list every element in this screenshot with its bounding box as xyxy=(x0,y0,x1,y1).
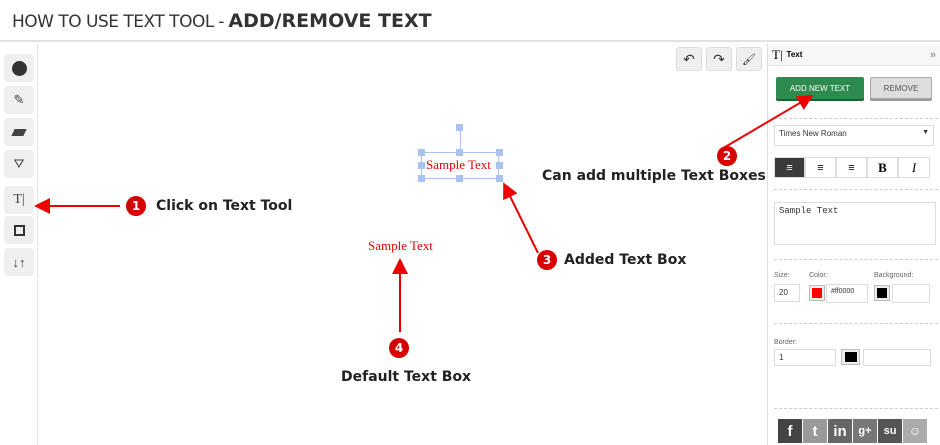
googleplus-icon: g+ xyxy=(858,425,872,437)
selected-text: Sample Text xyxy=(426,157,491,172)
title-main: ADD/REMOVE TEXT xyxy=(228,10,432,32)
arrow-3 xyxy=(503,182,539,254)
pencil-tool[interactable]: ✎ xyxy=(4,86,34,114)
divider xyxy=(774,189,938,190)
border-label: Border: xyxy=(774,339,797,346)
redo-button[interactable]: ↷ xyxy=(706,47,732,71)
circle-tool[interactable] xyxy=(4,54,34,82)
googleplus-share-button[interactable]: g+ xyxy=(853,419,877,443)
border-color-input[interactable] xyxy=(863,349,931,366)
size-input[interactable]: 20 xyxy=(774,284,800,302)
image-icon xyxy=(13,224,25,236)
text-panel: T|Text » ADD NEW TEXT REMOVE Times New Ro… xyxy=(767,44,940,445)
step-2-badge: 2 xyxy=(717,146,737,166)
collapse-icon[interactable]: » xyxy=(929,48,936,61)
size-label: Size: xyxy=(774,272,790,279)
bold-button[interactable]: B xyxy=(867,157,898,178)
facebook-share-button[interactable]: f xyxy=(778,419,802,443)
left-toolbar: ✎ ⛛ T| ↓↑ xyxy=(0,44,38,445)
stumbleupon-icon: su xyxy=(883,425,897,437)
twitter-icon: t xyxy=(812,422,818,440)
border-width-input[interactable]: 1 xyxy=(774,349,836,366)
align-center-icon: ≡ xyxy=(817,161,824,174)
twitter-share-button[interactable]: t xyxy=(803,419,827,443)
redo-icon: ↷ xyxy=(713,50,725,67)
divider xyxy=(774,408,938,409)
selected-text-box[interactable]: Sample Text xyxy=(418,124,503,182)
color-swatch[interactable] xyxy=(809,285,825,301)
reddit-share-button[interactable]: ☺ xyxy=(903,419,927,443)
background-input[interactable] xyxy=(892,284,930,303)
color-label: Color: xyxy=(809,272,828,279)
italic-button[interactable]: I xyxy=(898,157,930,178)
text-content-input[interactable]: Sample Text xyxy=(774,202,936,245)
text-tool[interactable]: T| xyxy=(4,186,34,214)
font-select[interactable]: Times New Roman ▼ xyxy=(774,125,934,146)
divider xyxy=(774,323,938,324)
linkedin-share-button[interactable]: in xyxy=(828,419,852,443)
eraser-tool[interactable] xyxy=(4,118,34,146)
add-new-text-button[interactable]: ADD NEW TEXT xyxy=(776,77,864,99)
text-icon: T| xyxy=(13,192,25,207)
undo-button[interactable]: ↶ xyxy=(676,47,702,71)
step-4-badge: 4 xyxy=(389,338,409,358)
arrows-icon: ↓↑ xyxy=(12,254,26,270)
arrow-2 xyxy=(719,94,814,151)
background-swatch[interactable] xyxy=(874,285,890,301)
shapes-tool[interactable]: ⛛ xyxy=(4,150,34,178)
panel-header: T|Text » xyxy=(768,44,940,66)
default-text[interactable]: Sample Text xyxy=(368,238,433,253)
image-tool[interactable] xyxy=(4,216,34,244)
text-icon: T| xyxy=(772,46,783,62)
step-1-label: Click on Text Tool xyxy=(156,198,293,214)
clear-button[interactable]: 🖌 xyxy=(736,47,762,71)
font-value: Times New Roman xyxy=(779,129,847,138)
reddit-icon: ☺ xyxy=(908,424,922,438)
step-1-badge: 1 xyxy=(126,196,146,216)
pencil-icon: ✎ xyxy=(13,92,25,107)
circle-icon xyxy=(11,60,27,76)
brush-icon: 🖌 xyxy=(742,53,756,66)
align-left-icon: ≡ xyxy=(786,161,793,174)
panel-title: Text xyxy=(786,50,803,59)
step-3-badge: 3 xyxy=(537,250,557,270)
shapes-icon: ⛛ xyxy=(13,156,25,171)
page-title: HOW TO USE TEXT TOOL - ADD/REMOVE TEXT xyxy=(0,0,940,42)
align-left-button[interactable]: ≡ xyxy=(774,157,805,178)
title-prefix: HOW TO USE TEXT TOOL xyxy=(12,12,214,32)
stumbleupon-share-button[interactable]: su xyxy=(878,419,902,443)
step-2-label: Can add multiple Text Boxes xyxy=(542,168,766,184)
divider xyxy=(774,259,938,260)
title-separator: - xyxy=(218,12,224,32)
color-input[interactable]: #ff0000 xyxy=(826,284,868,303)
dropdown-arrow-icon: ▼ xyxy=(922,129,929,136)
align-center-button[interactable]: ≡ xyxy=(805,157,836,178)
step-3-label: Added Text Box xyxy=(564,252,687,268)
border-color-swatch[interactable] xyxy=(841,349,860,365)
remove-button[interactable]: REMOVE xyxy=(870,77,932,99)
step-4-label: Default Text Box xyxy=(341,369,472,385)
facebook-icon: f xyxy=(787,422,793,440)
layer-order-tool[interactable]: ↓↑ xyxy=(4,248,34,276)
linkedin-icon: in xyxy=(833,422,847,440)
undo-icon: ↶ xyxy=(683,50,695,67)
background-label: Background: xyxy=(874,272,914,279)
align-right-icon: ≡ xyxy=(848,161,855,174)
align-right-button[interactable]: ≡ xyxy=(836,157,867,178)
divider xyxy=(774,118,938,119)
